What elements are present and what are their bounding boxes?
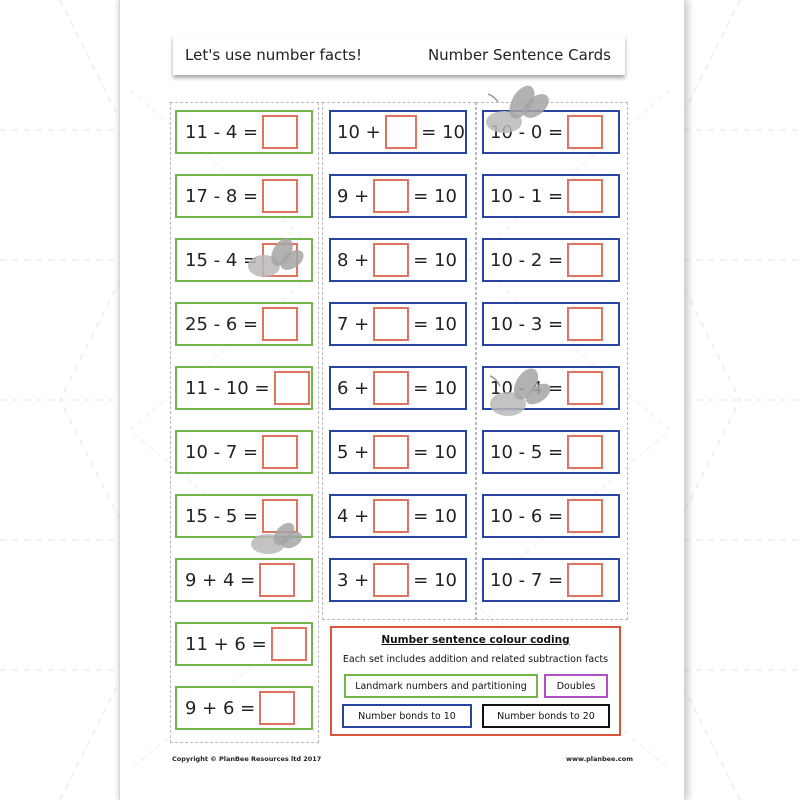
answer-box[interactable] [567,243,604,277]
sentence-text: 11 - 10 = [185,377,270,399]
number-sentence-card: 10 + = 10 [329,110,467,154]
number-sentence-card: 10 - 6 = [482,494,620,538]
number-sentence-card: 9 + 6 = [175,686,313,730]
copyright-notice: Copyright © PlanBee Resources ltd 2017 [172,755,322,763]
sentence-text: 15 - 4 = [185,249,259,271]
answer-box[interactable] [567,563,604,597]
number-sentence-card: 8 + = 10 [329,238,467,282]
number-sentence-card: 3 + = 10 [329,558,467,602]
answer-box[interactable] [567,371,604,405]
sentence-text: 6 + [337,377,370,399]
sentence-text: 10 - 7 = [490,569,564,591]
answer-box[interactable] [270,627,307,661]
sentence-text: 10 - 2 = [490,249,564,271]
website-url: www.planbee.com [566,755,633,763]
number-sentence-card: 11 - 4 = [175,110,313,154]
key-title: Number sentence colour coding [381,634,570,646]
sentence-result-text: = 10 [413,313,457,335]
cut-guide-column-3 [476,102,628,620]
title-banner: Let's use number facts! Number Sentence … [173,35,625,75]
sentence-text: 10 - 7 = [185,441,259,463]
bee-watermark-icon [486,85,549,133]
sentence-text: 11 - 4 = [185,121,259,143]
worksheet-subtitle: Number Sentence Cards [427,46,611,64]
number-sentence-card: 4 + = 10 [329,494,467,538]
bee-watermark-icon [248,238,304,277]
sentence-text: 9 + 4 = [185,569,256,591]
bee-watermark-icon [251,522,303,554]
answer-box[interactable] [373,371,410,405]
number-sentence-card: 9 + = 10 [329,174,467,218]
answer-box[interactable] [567,499,604,533]
sentence-result-text: = 10 [413,441,457,463]
answer-box[interactable] [262,115,299,149]
number-sentence-card: 17 - 8 = [175,174,313,218]
answer-box[interactable] [259,691,296,725]
answer-box[interactable] [262,307,299,341]
sentence-result-text: = 10 [413,377,457,399]
key-doubles: Doubles [544,674,608,698]
key-landmark-numbers: Landmark numbers and partitioning [344,674,538,698]
sentence-text: 25 - 6 = [185,313,259,335]
answer-box[interactable] [384,115,418,149]
number-sentence-card: 11 + 6 = [175,622,313,666]
answer-box[interactable] [567,179,604,213]
answer-box[interactable] [373,563,410,597]
sentence-text: 4 + [337,505,370,527]
number-sentence-card: 10 - 7 = [482,558,620,602]
sentence-text: 7 + [337,313,370,335]
sentence-result-text: = 10 [413,249,457,271]
number-sentence-card: 5 + = 10 [329,430,467,474]
sentence-result-text: = 10 [421,121,465,143]
key-subtitle: Each set includes addition and related s… [342,654,609,665]
number-sentence-card: 10 - 1 = [482,174,620,218]
sentence-text: 9 + [337,185,370,207]
colour-coding-key: Number sentence colour coding Each set i… [330,626,621,736]
answer-box[interactable] [567,307,604,341]
sentence-result-text: = 10 [413,569,457,591]
sentence-text: 17 - 8 = [185,185,259,207]
key-number-bonds-10: Number bonds to 10 [342,704,472,728]
answer-box[interactable] [567,115,604,149]
number-sentence-card: 10 - 5 = [482,430,620,474]
sentence-text: 9 + 6 = [185,697,256,719]
number-sentence-card: 6 + = 10 [329,366,467,410]
answer-box[interactable] [373,179,410,213]
number-sentence-card: 9 + 4 = [175,558,313,602]
sentence-result-text: = 10 [413,185,457,207]
sentence-text: 15 - 5 = [185,505,259,527]
bee-watermark-icon [489,368,550,416]
answer-box[interactable] [373,435,410,469]
answer-box[interactable] [373,499,410,533]
number-sentence-card: 10 - 2 = [482,238,620,282]
number-sentence-card: 25 - 6 = [175,302,313,346]
worksheet-title: Let's use number facts! [185,46,362,64]
sentence-text: 10 - 5 = [490,441,564,463]
answer-box[interactable] [273,371,310,405]
number-sentence-card: 10 - 7 = [175,430,313,474]
number-sentence-card: 7 + = 10 [329,302,467,346]
sentence-text: 5 + [337,441,370,463]
cut-guide-column-2 [322,102,476,620]
sentence-text: 10 - 3 = [490,313,564,335]
sentence-result-text: = 10 [413,505,457,527]
sentence-text: 8 + [337,249,370,271]
sentence-text: 10 - 1 = [490,185,564,207]
answer-box[interactable] [262,179,299,213]
answer-box[interactable] [373,243,410,277]
answer-box[interactable] [567,435,604,469]
answer-box[interactable] [262,435,299,469]
key-number-bonds-20: Number bonds to 20 [482,704,610,728]
number-sentence-card: 11 - 10 = [175,366,313,410]
answer-box[interactable] [259,563,296,597]
sentence-text: 11 + 6 = [185,633,267,655]
sentence-text: 10 + [337,121,381,143]
sentence-text: 10 - 6 = [490,505,564,527]
sentence-text: 3 + [337,569,370,591]
cut-guide-column-1 [170,102,319,743]
answer-box[interactable] [373,307,410,341]
number-sentence-card: 10 - 3 = [482,302,620,346]
